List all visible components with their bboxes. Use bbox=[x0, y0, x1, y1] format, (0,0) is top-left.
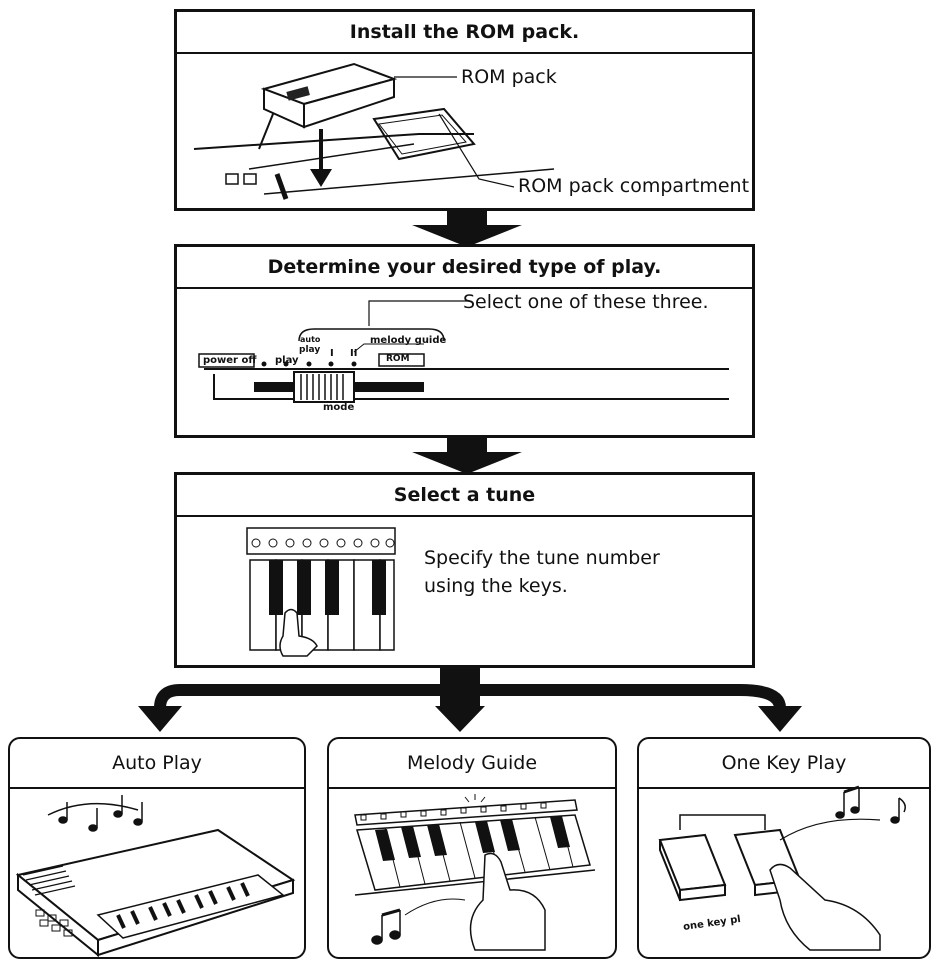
rom-mode-label: ROM bbox=[386, 354, 410, 364]
mode-auto-play-title: Auto Play bbox=[10, 739, 304, 789]
play-label: play bbox=[275, 355, 299, 366]
branch-arrows bbox=[138, 668, 802, 732]
mode-melody-guide-title: Melody Guide bbox=[329, 739, 615, 789]
step-determine-play-box: Determine your desired type of play. bbox=[174, 244, 755, 438]
step-install-rom-title: Install the ROM pack. bbox=[177, 12, 752, 54]
melody-guide-label: melody guide bbox=[370, 335, 447, 346]
rom-pack-illustration bbox=[193, 62, 555, 200]
mode-switch-illustration bbox=[198, 300, 729, 403]
rom-pack-cartridge bbox=[260, 62, 398, 129]
step-select-tune-title: Select a tune bbox=[177, 475, 752, 517]
mode-label: mode bbox=[323, 402, 355, 413]
tune-instruction-line1: Specify the tune number bbox=[424, 547, 660, 569]
tune-instruction-line2: using the keys. bbox=[424, 575, 568, 597]
tune-keys-illustration bbox=[246, 527, 396, 657]
flow-arrow-1 bbox=[412, 211, 522, 247]
roman-one-label: I bbox=[330, 348, 334, 359]
auto-label: auto bbox=[300, 335, 321, 344]
auto-play-illustration bbox=[15, 795, 296, 958]
step-determine-play-title: Determine your desired type of play. bbox=[177, 247, 752, 289]
rom-pack-compartment-label: ROM pack compartment bbox=[518, 175, 750, 197]
one-key-play-illustration bbox=[658, 785, 906, 951]
flow-arrow-2 bbox=[412, 438, 522, 474]
rom-pack-label: ROM pack bbox=[461, 66, 557, 88]
melody-guide-illustration bbox=[354, 794, 596, 951]
mode-one-key-play-title: One Key Play bbox=[639, 739, 929, 789]
roman-two-label: II bbox=[350, 348, 358, 359]
power-off-label: power off bbox=[203, 355, 257, 366]
select-three-label: Select one of these three. bbox=[463, 291, 709, 313]
auto-play-label: play bbox=[299, 345, 321, 355]
